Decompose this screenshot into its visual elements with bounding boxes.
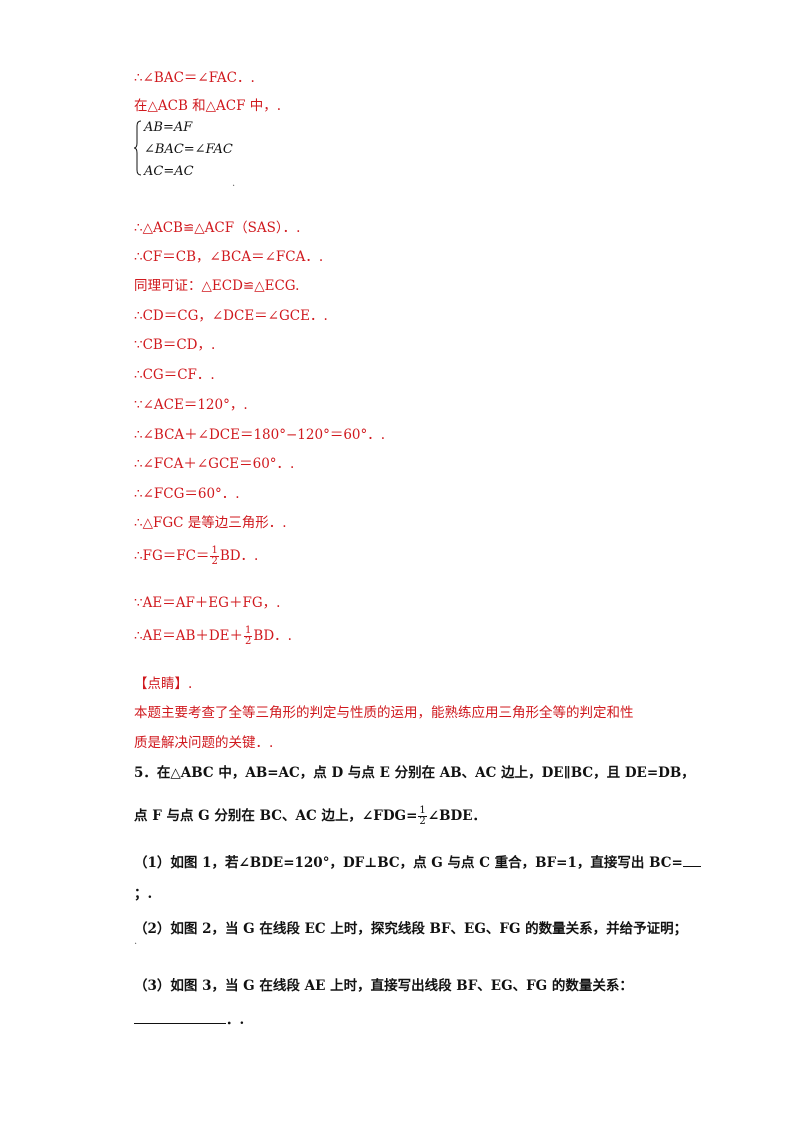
answer-blank-3[interactable] — [134, 1011, 226, 1024]
stray-dot: . — [134, 936, 138, 947]
solution-line-6: ∴CD＝CG，∠DCE＝∠GCE．. — [134, 308, 328, 324]
part-3-end: ．. — [226, 1012, 245, 1028]
part-3: （3）如图 3，当 G 在线段 AE 上时，直接写出线段 BF、EG、FG 的数… — [134, 978, 633, 994]
part-1: （1）如图 1，若∠BDE=120°，DF⊥BC，点 G 与点 C 重合，BF=… — [134, 851, 701, 871]
part-3-answer: ．. — [134, 1008, 244, 1028]
system-row-1: AB=AF — [144, 120, 193, 135]
solution-line-13: ∴△FGC 是等边三角形．. — [134, 515, 287, 531]
solution-line-11: ∴∠FCA＋∠GCE＝60°．. — [134, 456, 295, 472]
bd-text: BD．. — [253, 628, 292, 644]
solution-line-10: ∴∠BCA＋∠DCE＝180°−120°＝60°．. — [134, 427, 386, 443]
solution-line-12: ∴∠FCG＝60°．. — [134, 486, 240, 502]
solution-line-5: 同理可证：△ECD≌△ECG. — [134, 278, 300, 294]
part-2: （2）如图 2，当 G 在线段 EC 上时，探究线段 BF、EG、FG 的数量关… — [134, 921, 688, 937]
solution-line-3: ∴△ACB≌△ACF（SAS）．. — [134, 220, 301, 236]
part-1-text: （1）如图 1，若∠BDE=120°，DF⊥BC，点 G 与点 C 重合，BF=… — [134, 855, 683, 871]
comment-body-1: 本题主要考查了全等三角形的判定与性质的运用，能熟练应用三角形全等的判定和性 — [134, 705, 634, 721]
fg-fc-text: ∴FG＝FC＝ — [134, 548, 210, 564]
solution-line-4: ∴CF＝CB，∠BCA＝∠FCA．. — [134, 249, 324, 265]
comment-body-2: 质是解决问题的关键．. — [134, 735, 274, 751]
system-row-3: AC=AC — [144, 164, 194, 179]
solution-line-15: ∵AE＝AF＋EG＋FG，. — [134, 595, 281, 611]
solution-line-2: 在△ACB 和△ACF 中，. — [134, 98, 282, 114]
system-row-2: ∠BAC=∠FAC — [144, 142, 233, 157]
solution-line-9: ∵∠ACE＝120°，. — [134, 397, 248, 413]
answer-blank-1[interactable] — [682, 856, 701, 867]
ae-text: ∴AE＝AB＋DE＋ — [134, 628, 244, 644]
brace-icon — [134, 120, 142, 176]
solution-line-1: ∴∠BAC＝∠FAC．. — [134, 70, 255, 86]
problem-line-2-text: 点 F 与点 G 分别在 BC、AC 边上，∠FDG= — [134, 808, 418, 824]
part-1-end: ；. — [134, 886, 153, 902]
bd-text: BD．. — [219, 548, 259, 564]
solution-line-7: ∵CB＝CD，. — [134, 337, 216, 353]
problem-line-2-end: ∠BDE． — [427, 808, 486, 824]
problem-line-1: 5．在△ABC 中，AB=AC，点 D 与点 E 分别在 AB、AC 边上，DE… — [134, 765, 695, 781]
comment-title: 【点睛】. — [134, 676, 193, 692]
stray-dot: . — [232, 178, 236, 189]
solution-line-8: ∴CG＝CF．. — [134, 367, 215, 383]
